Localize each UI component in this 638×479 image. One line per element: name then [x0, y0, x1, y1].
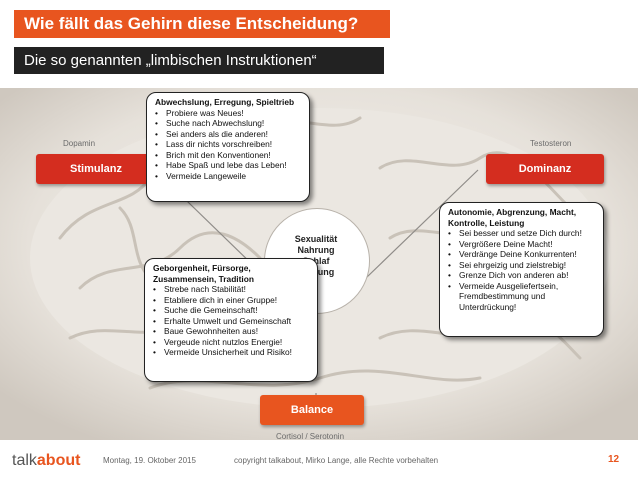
balance-button[interactable]: Balance — [260, 395, 364, 425]
list-item: Verdränge Deine Konkurrenten! — [448, 249, 597, 260]
page-number: 12 — [608, 454, 620, 465]
list-item: Habe Spaß und lebe das Leben! — [155, 160, 303, 171]
footer-date: Montag, 19. Oktober 2015 — [103, 456, 196, 465]
list-item: Vermeide Ausgeliefertsein, Fremdbestimmu… — [448, 281, 597, 313]
bubble-dominanz: Autonomie, Abgrenzung, Macht, Kontrolle,… — [439, 202, 604, 337]
list-item: Sei besser und setze Dich durch! — [448, 228, 597, 239]
list-item: Vergeude nicht nutzlos Energie! — [153, 337, 311, 348]
dominanz-button[interactable]: Dominanz — [486, 154, 604, 184]
cortisol-serotonin-label: Cortisol / Serotonin — [276, 432, 345, 441]
logo-part: talk — [12, 452, 37, 469]
list-item: Strebe nach Stabilität! — [153, 284, 311, 295]
list-item: Suche nach Abwechslung! — [155, 118, 303, 129]
list-item: Lass dir nichts vorschreiben! — [155, 139, 303, 150]
list-item: Vergrößere Deine Macht! — [448, 239, 597, 250]
list-item: Suche die Gemeinschaft! — [153, 305, 311, 316]
dopamin-label: Dopamin — [63, 139, 96, 148]
center-item: Nahrung — [297, 245, 335, 255]
stimulanz-button[interactable]: Stimulanz — [36, 154, 156, 184]
list-item: Baue Gewohnheiten aus! — [153, 326, 311, 337]
footer-copyright: copyright talkabout, Mirko Lange, alle R… — [234, 456, 439, 465]
slide-title: Wie fällt das Gehirn diese Entscheidung? — [14, 10, 390, 38]
bubble-balance: Geborgenheit, Fürsorge, Zusammensein, Tr… — [144, 258, 318, 382]
list-item: Grenze Dich von anderen ab! — [448, 270, 597, 281]
bubble-heading: Abwechslung, Erregung, Spieltrieb — [155, 97, 295, 107]
list-item: Vermeide Unsicherheit und Risiko! — [153, 347, 311, 358]
center-item: Sexualität — [294, 234, 338, 244]
testosteron-label: Testosteron — [530, 139, 572, 148]
talkabout-logo: talkabout — [12, 452, 80, 470]
slide-subtitle: Die so genannten „limbischen Instruktion… — [14, 47, 384, 74]
list-item: Vermeide Langeweile — [155, 171, 303, 182]
bubble-heading: Autonomie, Abgrenzung, Macht, Kontrolle,… — [448, 207, 577, 228]
list-item: Sei anders als die anderen! — [155, 129, 303, 140]
bubble-stimulanz: Abwechslung, Erregung, Spieltrieb Probie… — [146, 92, 310, 202]
list-item: Probiere was Neues! — [155, 108, 303, 119]
list-item: Etabliere dich in einer Gruppe! — [153, 295, 311, 306]
list-item: Sei ehrgeizig und zielstrebig! — [448, 260, 597, 271]
logo-part-accent: about — [36, 452, 81, 469]
list-item: Erhalte Umwelt und Gemeinschaft — [153, 316, 311, 327]
bubble-heading: Geborgenheit, Fürsorge, Zusammensein, Tr… — [153, 263, 254, 284]
list-item: Brich mit den Konventionen! — [155, 150, 303, 161]
